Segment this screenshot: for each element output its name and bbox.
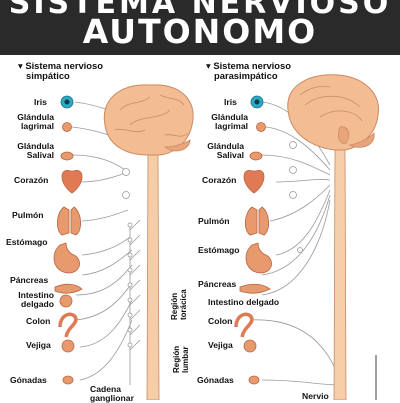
right-label-corazon: Corazón (202, 175, 237, 185)
right-label-pancreas: Páncreas (198, 279, 237, 289)
left-label-glandula-salival-2: Salival (26, 150, 54, 160)
left-bladder-organ (61, 339, 75, 353)
header-top-title: SISTEMA NERVIOSO (8, 0, 392, 21)
right-label-vejiga: Vejiga (208, 340, 233, 350)
left-label-colon: Colon (26, 316, 51, 326)
right-bladder-organ (243, 339, 257, 353)
left-label-vejiga: Vejiga (26, 340, 51, 350)
left-intestine-organ (59, 294, 73, 308)
left-salivary-organ (60, 151, 74, 161)
left-label-pulmon: Pulmón (12, 210, 44, 220)
label-cadena-2: ganglionar (90, 393, 134, 403)
left-label-iris: Iris (34, 97, 47, 107)
label-region-toracica-1: Región (170, 292, 179, 320)
left-label-intestino-1: Intestino (18, 290, 54, 300)
sympathetic-ganglia (122, 168, 133, 348)
left-label-corazon: Corazón (14, 175, 49, 185)
left-cerebellum (163, 139, 191, 152)
right-lung-organ (244, 206, 270, 236)
label-nervio: Nervio (302, 391, 329, 401)
label-region-toracica: Región torácica (170, 289, 188, 320)
label-cadena-1: Cadena (90, 384, 122, 394)
left-brain (103, 84, 194, 156)
left-heart-organ (61, 169, 83, 194)
left-label-intestino: Intestino delgado (2, 291, 54, 309)
label-region-lumbar-2: lumbar (181, 346, 190, 373)
right-label-glandula-salival-1: Glándula (207, 141, 244, 151)
right-label-iris: Iris (224, 97, 237, 107)
anatomy-illustration (53, 74, 380, 400)
sympathetic-title-line2: simpático (26, 70, 70, 81)
label-cadena-ganglionar: Cadena ganglionar (90, 385, 134, 403)
left-label-pancreas: Páncreas (10, 275, 49, 285)
right-salivary-organ (249, 151, 263, 161)
sympathetic-title-line1: Sistema nervioso (25, 60, 103, 71)
label-region-toracica-2: torácica (179, 289, 188, 320)
bullet-icon: ▾ (18, 60, 26, 71)
right-label-glandula-salival-2: Salival (216, 150, 244, 160)
right-label-glandula-lagrimal-2: lagrimal (215, 121, 248, 131)
right-label-estomago: Estómago (198, 245, 240, 255)
left-label-intestino-2: delgado (21, 299, 54, 309)
sympathetic-title: ▾ Sistema nervioso simpático (18, 61, 103, 81)
parasympathetic-ganglia (289, 141, 303, 253)
diagram: ▾ Sistema nervioso simpático Iris Glándu… (0, 55, 400, 403)
right-label-glandula-lagrimal-1: Glándula (211, 112, 248, 122)
right-stomach-organ (245, 242, 272, 274)
left-lung-organ (56, 206, 82, 236)
parasympathetic-title-line1: Sistema nervioso (213, 60, 291, 71)
left-stomach-organ (53, 242, 80, 274)
right-colon-organ (234, 312, 254, 338)
label-region-lumbar-1: Región (172, 345, 181, 373)
right-label-intestino: Intestino delgado (208, 297, 280, 307)
left-spinal-cord (146, 149, 160, 400)
left-label-glandula-lagrimal: Glándula lagrimal (2, 113, 54, 131)
left-label-glandula-lagrimal-2: lagrimal (21, 121, 54, 131)
label-region-lumbar: Región lumbar (172, 346, 190, 373)
bullet-icon: ▾ (206, 60, 214, 71)
right-label-pulmon: Pulmón (198, 216, 230, 226)
right-label-glandula-lagrimal: Glándula lagrimal (196, 113, 248, 131)
right-cerebellum (348, 132, 375, 148)
header-banner: SISTEMA NERVIOSO AUTONOMO (0, 0, 400, 55)
parasympathetic-title: ▾ Sistema nervioso parasimpático (206, 61, 291, 81)
right-label-gonadas: Gónadas (197, 375, 234, 385)
left-colon-organ (58, 312, 78, 338)
left-pancreas-organ (54, 283, 83, 294)
right-brain (287, 74, 380, 151)
header-title: AUTONOMO (82, 12, 318, 51)
right-lacrimal-organ (256, 122, 266, 132)
right-gonads-organ (248, 375, 260, 385)
left-label-glandula-salival: Glándula Salival (2, 142, 54, 160)
right-label-glandula-salival: Glándula Salival (192, 142, 244, 160)
right-heart-organ (243, 169, 265, 194)
left-lacrimal-organ (62, 122, 72, 132)
parasympathetic-title-line2: parasimpático (214, 70, 278, 81)
right-spinal-cord (333, 149, 347, 400)
right-pancreas-organ (239, 283, 271, 294)
left-gonads-organ (62, 375, 74, 385)
right-label-colon: Colon (208, 316, 233, 326)
left-label-glandula-salival-1: Glándula (17, 141, 54, 151)
left-label-gonadas: Gónadas (10, 375, 47, 385)
left-label-glandula-lagrimal-1: Glándula (17, 112, 54, 122)
left-label-estomago: Estómago (6, 237, 48, 247)
